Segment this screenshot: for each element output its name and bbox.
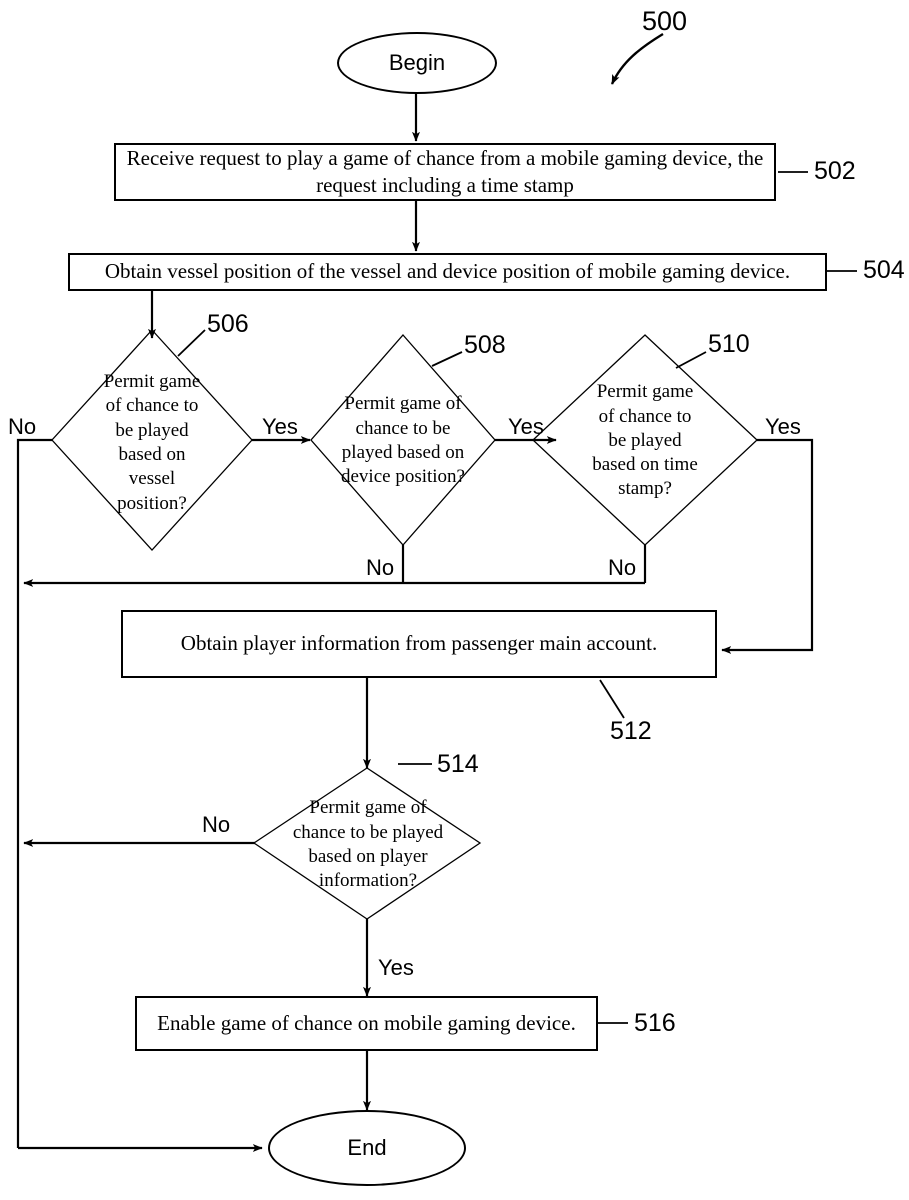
node-end[interactable]: End <box>268 1110 466 1186</box>
figure-number: 500 <box>642 6 688 36</box>
edge-506-no-to-trunk <box>16 438 52 1148</box>
branch-label-514-no: No <box>202 812 231 837</box>
node-end-label: End <box>347 1135 387 1160</box>
node-begin[interactable]: Begin <box>337 32 497 94</box>
branch-label-508-yes: Yes <box>508 414 544 439</box>
node-step-502[interactable]: Receive request to play a game of chance… <box>114 143 776 201</box>
node-step-502-label: Receive request to play a game of chance… <box>126 145 764 197</box>
node-decision-510-label: Permit game of chance to be played based… <box>592 381 698 500</box>
leader-512 <box>599 679 625 719</box>
branch-label-506-no: No <box>8 414 37 439</box>
node-decision-510[interactable]: Permit game of chance to be played based… <box>549 375 741 507</box>
ref-number-514: 514 <box>437 750 479 778</box>
ref-number-506: 506 <box>207 310 249 338</box>
ref-number-510: 510 <box>708 330 750 358</box>
ref-number-512: 512 <box>610 717 652 745</box>
branch-label-514-yes: Yes <box>378 955 414 980</box>
leader-510 <box>675 351 707 369</box>
node-step-516[interactable]: Enable game of chance on mobile gaming d… <box>135 996 598 1051</box>
ref-number-502: 502 <box>814 157 856 185</box>
node-step-512[interactable]: Obtain player information from passenger… <box>121 610 717 678</box>
leader-506 <box>177 329 206 357</box>
node-decision-514[interactable]: Permit game of chance to be played based… <box>268 793 468 897</box>
node-decision-508-label: Permit game of chance to be played based… <box>341 393 465 488</box>
node-step-504[interactable]: Obtain vessel position of the vessel and… <box>68 253 827 291</box>
figure-number-leader <box>610 32 664 85</box>
branch-label-510-no: No <box>608 555 637 580</box>
ref-number-508: 508 <box>464 331 506 359</box>
ref-number-516: 516 <box>634 1009 676 1037</box>
node-decision-506-label: Permit game of chance to be played based… <box>103 371 201 514</box>
leader-508 <box>431 351 463 367</box>
node-step-516-label: Enable game of chance on mobile gaming d… <box>157 1010 576 1035</box>
ref-number-504: 504 <box>863 256 905 284</box>
node-decision-508[interactable]: Permit game of chance to be played based… <box>311 385 495 497</box>
node-decision-514-label: Permit game of chance to be played based… <box>292 797 444 892</box>
node-decision-506[interactable]: Permit game of chance to be played based… <box>72 368 232 518</box>
branch-label-510-yes: Yes <box>765 414 801 439</box>
node-begin-label: Begin <box>388 50 446 75</box>
branch-label-508-no: No <box>366 555 395 580</box>
node-step-504-label: Obtain vessel position of the vessel and… <box>104 259 791 284</box>
node-step-512-label: Obtain player information from passenger… <box>180 631 658 656</box>
branch-label-506-yes: Yes <box>262 414 298 439</box>
